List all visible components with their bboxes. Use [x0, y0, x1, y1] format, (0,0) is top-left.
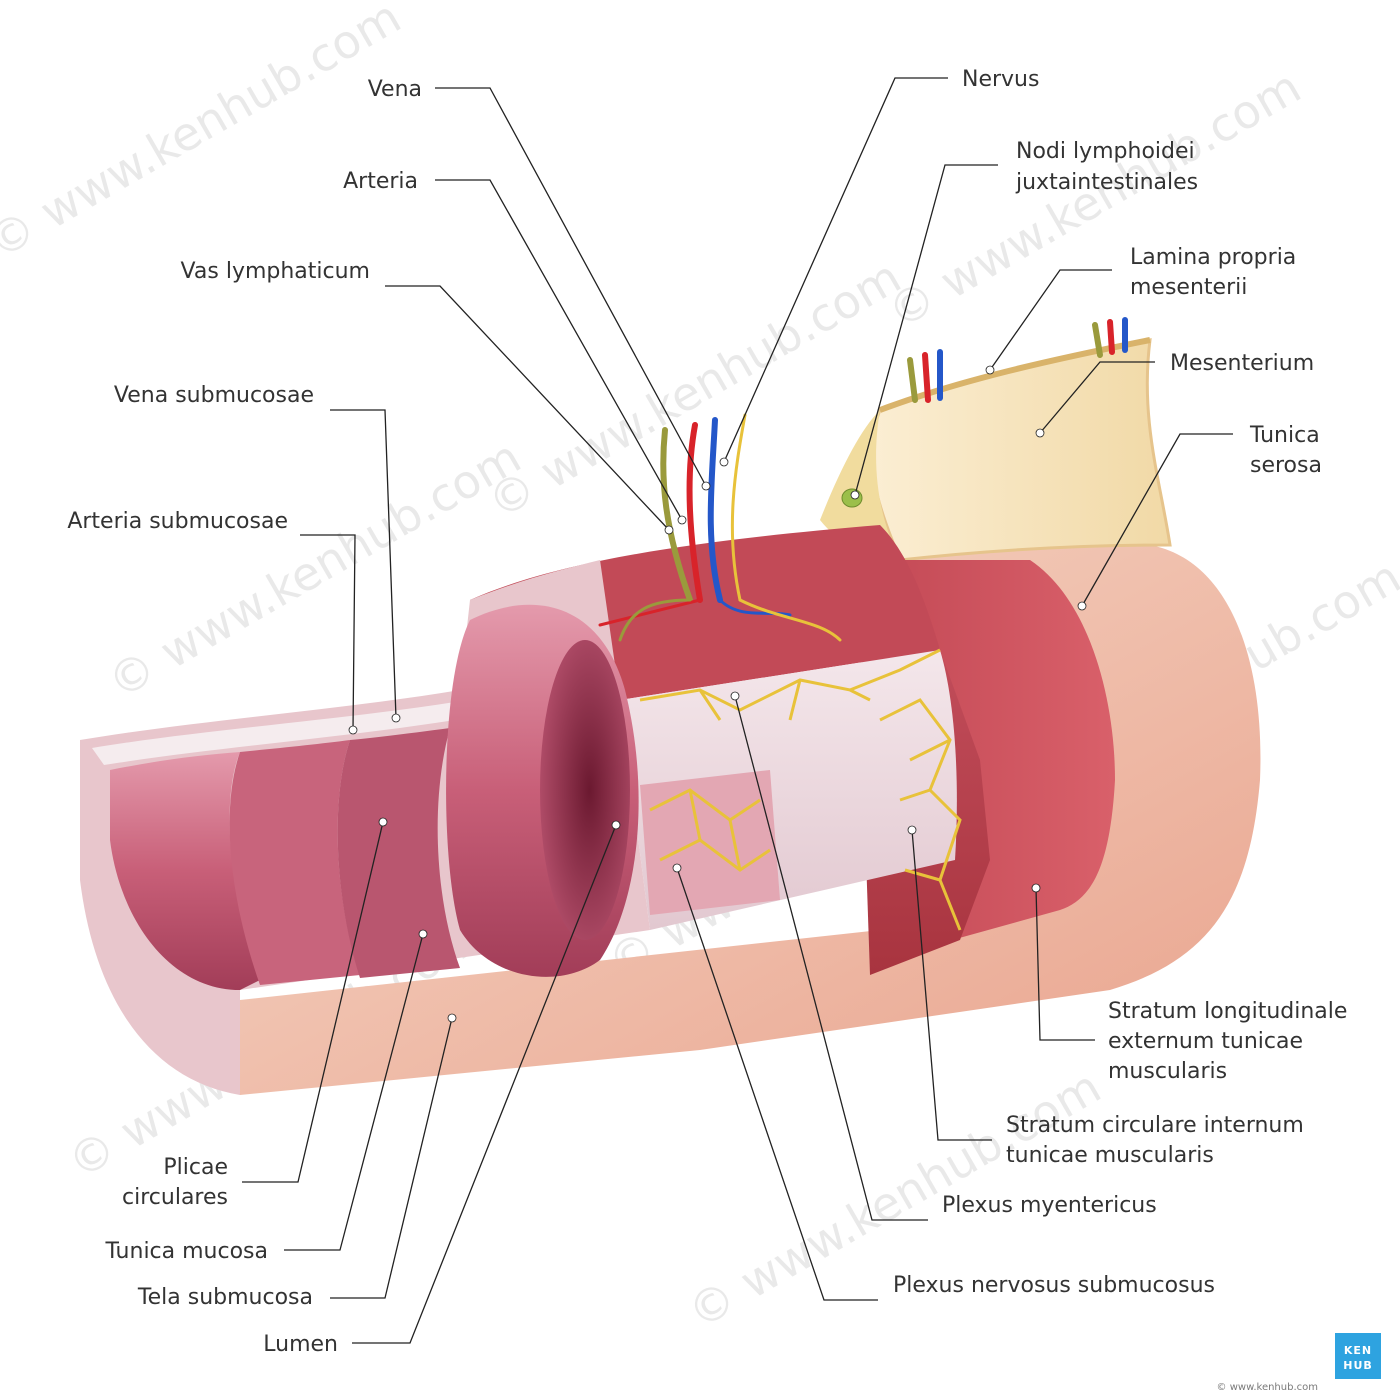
- logo-text-line1: KEN: [1344, 1344, 1372, 1357]
- mesentery-root: [820, 410, 900, 560]
- label-myentericus: Plexus myentericus: [942, 1193, 1157, 1218]
- label-lamina-line2: mesenterii: [1130, 275, 1247, 300]
- mucosa-window: [640, 770, 780, 915]
- label-nervus: Nervus: [962, 67, 1039, 92]
- label-circulare-line2: tunicae muscularis: [1006, 1143, 1214, 1168]
- leader-myentericus: [734, 695, 928, 1221]
- leader-vena-submucosae: [330, 409, 397, 719]
- plicae-circulares-folds: [110, 752, 260, 990]
- label-plicae-line2: circulares: [122, 1185, 228, 1210]
- label-mucosa: Tunica mucosa: [104, 1239, 268, 1264]
- tela-submucosa-layer: [92, 702, 455, 765]
- vessel-bundle: [598, 317, 1128, 642]
- leader-vena: [435, 87, 707, 487]
- leader-longitudinale: [1035, 887, 1095, 1041]
- anchor-dots: [348, 365, 1087, 1023]
- plexus-lines: [639, 648, 962, 931]
- label-plicae-line1: Plicae: [163, 1155, 228, 1180]
- label-tela: Tela submucosa: [137, 1285, 313, 1310]
- plica-fold: [229, 740, 360, 985]
- label-longitudinale-line2: externum tunicae: [1108, 1029, 1303, 1054]
- leader-plicae: [242, 821, 384, 1183]
- label-vena-submucosae: Vena submucosae: [114, 383, 314, 408]
- leader-nodi: [854, 164, 998, 496]
- label-nodi-line2: juxtaintestinales: [1015, 170, 1198, 195]
- label-arteria: Arteria: [343, 169, 418, 194]
- mesenterium-sheet: [870, 338, 1172, 562]
- label-arteria-submucosae: Arteria submucosae: [67, 509, 288, 534]
- leader-mesenterium: [1039, 361, 1155, 434]
- label-vas-lymphaticum: Vas lymphaticum: [181, 259, 370, 284]
- labels: Vena Arteria Vas lymphaticum Vena submuc…: [67, 67, 1347, 1357]
- leader-lines: [242, 77, 1233, 1344]
- label-mesenterium: Mesenterium: [1170, 351, 1314, 376]
- label-lamina-line1: Lamina propria: [1130, 245, 1296, 270]
- intestine-illustration: [80, 317, 1261, 1095]
- label-serosa-line1: Tunica: [1249, 423, 1320, 448]
- label-longitudinale-line3: muscularis: [1108, 1059, 1227, 1084]
- leader-arteria-submucosae: [300, 534, 356, 731]
- leader-arteria: [435, 179, 683, 521]
- label-circulare-line1: Stratum circulare internum: [1006, 1113, 1304, 1138]
- leader-vas-lymphaticum: [385, 285, 670, 531]
- leader-tela: [330, 1017, 453, 1299]
- label-serosa-line2: serosa: [1250, 453, 1322, 478]
- lumen-cavity: [540, 640, 630, 940]
- kenhub-logo: KEN HUB: [1335, 1333, 1381, 1379]
- leader-lumen: [352, 824, 617, 1344]
- leader-serosa: [1081, 433, 1233, 607]
- leader-nervus: [723, 77, 948, 463]
- leader-lamina: [989, 269, 1112, 371]
- copyright-text: © www.kenhub.com: [1217, 1382, 1318, 1393]
- label-nodi-line1: Nodi lymphoidei: [1016, 139, 1195, 164]
- leader-submucosus: [676, 867, 878, 1301]
- logo-text-line2: HUB: [1343, 1359, 1373, 1372]
- label-longitudinale-line1: Stratum longitudinale: [1108, 999, 1347, 1024]
- label-submucosus: Plexus nervosus submucosus: [893, 1273, 1215, 1298]
- leader-mucosa: [284, 933, 424, 1251]
- leader-circulare: [911, 829, 992, 1141]
- label-vena: Vena: [368, 77, 422, 102]
- watermark-text: © www.kenhub.com: [0, 0, 410, 270]
- plica-fold: [337, 728, 460, 978]
- label-lumen: Lumen: [263, 1332, 338, 1357]
